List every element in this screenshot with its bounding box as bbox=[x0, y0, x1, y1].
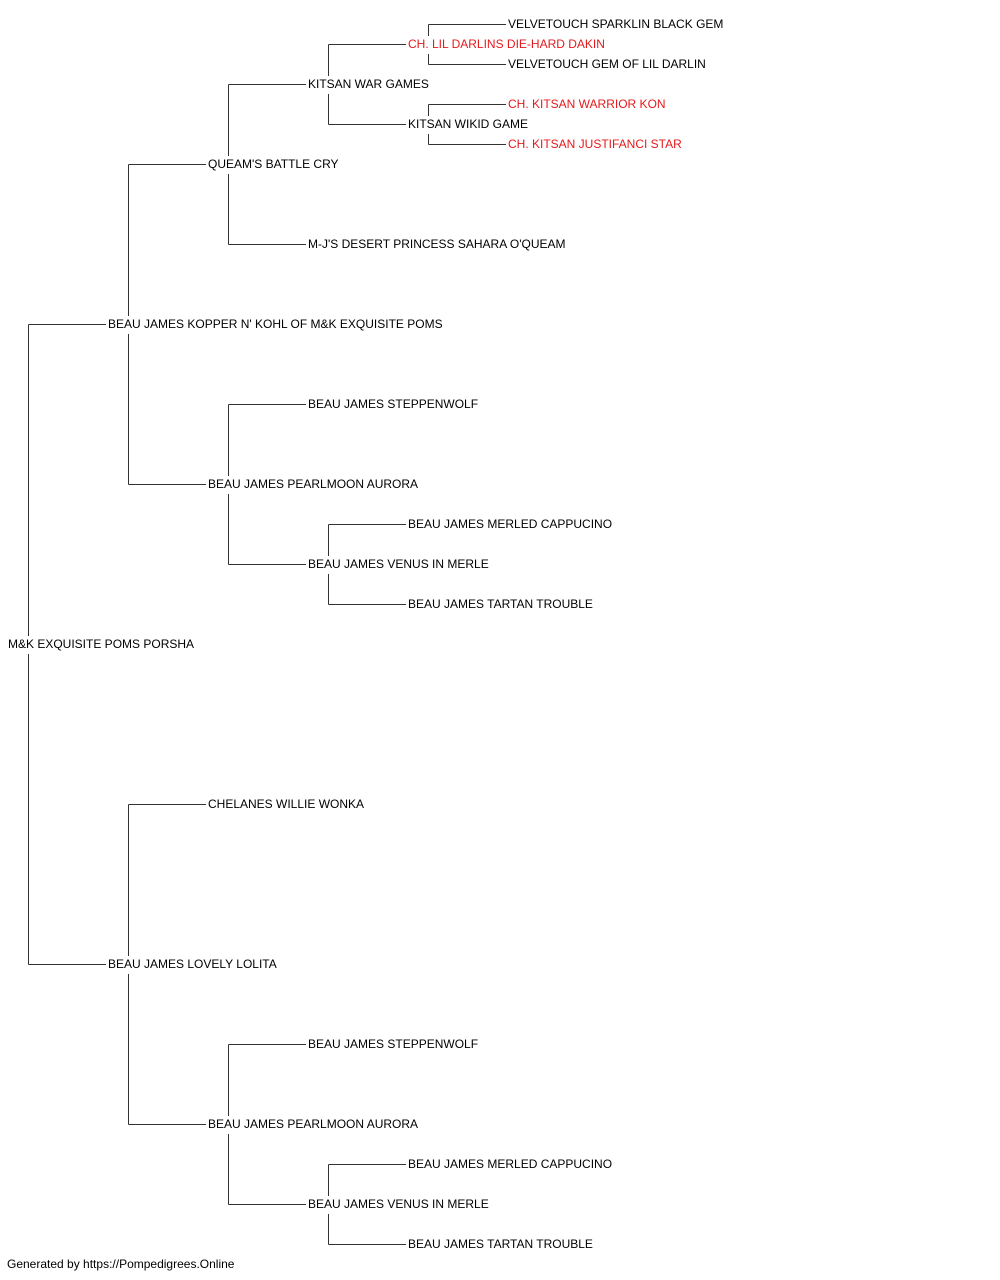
sire-name: BEAU JAMES MERLED CAPPUCINO bbox=[407, 1157, 614, 1171]
dam-name: BEAU JAMES PEARLMOON AURORA bbox=[207, 477, 420, 491]
sire-name: VELVETOUCH SPARKLIN BLACK GEM bbox=[507, 17, 725, 31]
sire-name: KITSAN WAR GAMES bbox=[307, 77, 430, 91]
sire-name: BEAU JAMES STEPPENWOLF bbox=[307, 397, 480, 411]
footer-credit: Generated by https://Pompedigrees.Online bbox=[7, 1257, 235, 1271]
sire-name: BEAU JAMES STEPPENWOLF bbox=[307, 1037, 480, 1051]
sire-name: BEAU JAMES MERLED CAPPUCINO bbox=[407, 517, 614, 531]
sire-name: BEAU JAMES KOPPER N' KOHL OF M&K EXQUISI… bbox=[107, 317, 444, 331]
sire-name: QUEAM'S BATTLE CRY bbox=[207, 157, 340, 171]
dam-name: CH. KITSAN JUSTIFANCI STAR bbox=[507, 137, 683, 151]
subject-name: M&K EXQUISITE POMS PORSHA bbox=[7, 637, 196, 651]
dam-name: BEAU JAMES VENUS IN MERLE bbox=[307, 1197, 490, 1211]
sire-name: CH. LIL DARLINS DIE-HARD DAKIN bbox=[407, 37, 606, 51]
dam-name: BEAU JAMES VENUS IN MERLE bbox=[307, 557, 490, 571]
dam-name: BEAU JAMES LOVELY LOLITA bbox=[107, 957, 278, 971]
sire-name: CHELANES WILLIE WONKA bbox=[207, 797, 366, 811]
dam-name: VELVETOUCH GEM OF LIL DARLIN bbox=[507, 57, 707, 71]
dam-name: M-J'S DESERT PRINCESS SAHARA O'QUEAM bbox=[307, 237, 567, 251]
dam-name: BEAU JAMES PEARLMOON AURORA bbox=[207, 1117, 420, 1131]
dam-name: KITSAN WIKID GAME bbox=[407, 117, 530, 131]
dam-name: BEAU JAMES TARTAN TROUBLE bbox=[407, 1237, 594, 1251]
dam-name: BEAU JAMES TARTAN TROUBLE bbox=[407, 597, 594, 611]
sire-name: CH. KITSAN WARRIOR KON bbox=[507, 97, 667, 111]
